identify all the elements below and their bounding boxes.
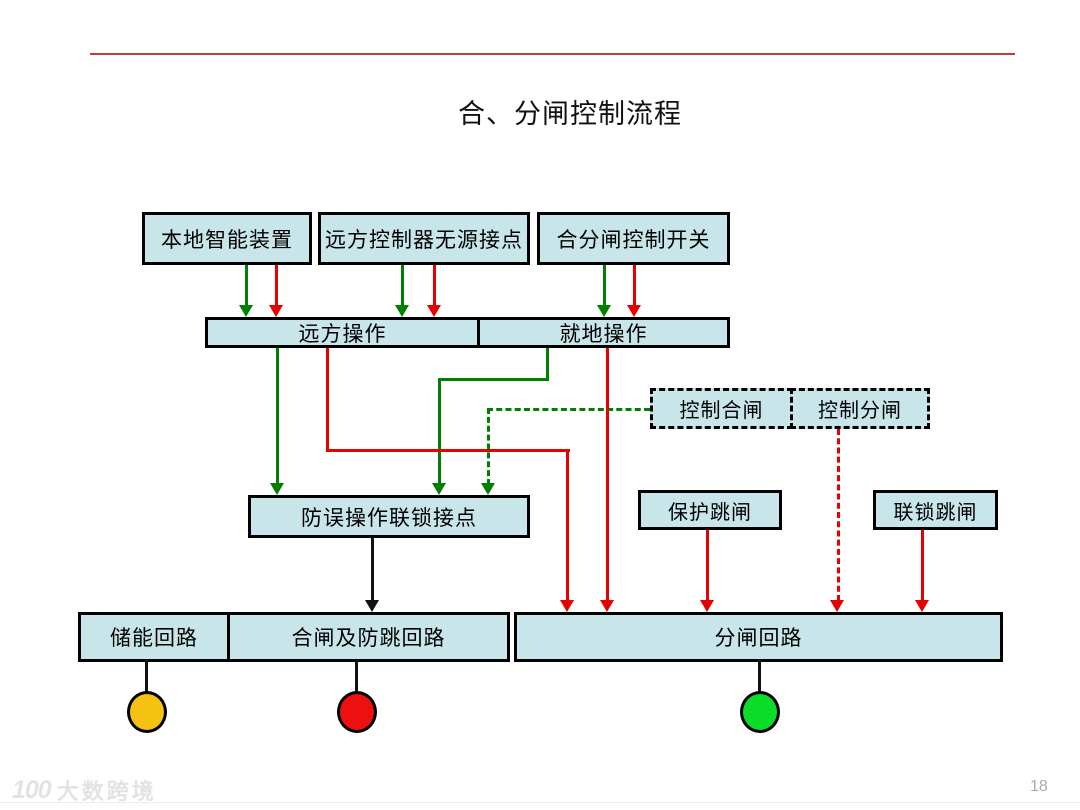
node-control-close-command: 控制合闸	[650, 388, 793, 429]
node-energy-circuit: 储能回路	[81, 615, 227, 659]
open-flow-remote-contact-line	[433, 265, 436, 307]
open-command-dashed-line	[837, 429, 840, 601]
brand-name: 大数跨境	[56, 779, 157, 804]
node-label: 防误操作联锁接点	[301, 505, 477, 530]
open-flow-local-op-arrowhead	[600, 600, 614, 612]
close-flow-local-op-arrowhead	[432, 483, 446, 495]
close-flow-switch-arrowhead	[597, 305, 611, 317]
open-command-arrowhead	[830, 600, 844, 612]
protection-trip-line	[706, 530, 709, 601]
node-local-operation: 就地操作	[477, 317, 730, 348]
node-control-open-command: 控制分闸	[790, 388, 930, 429]
red-lamp-icon	[337, 691, 377, 733]
open-flow-switch-arrowhead	[627, 305, 641, 317]
close-command-dashed-line-down	[487, 408, 490, 485]
green-lamp-stem	[758, 660, 761, 694]
brand-watermark: 100 大数跨境	[12, 774, 157, 806]
red-lamp-stem	[355, 660, 358, 694]
node-closing-circuit: 合闸及防跳回路	[227, 615, 507, 659]
top-rule	[90, 53, 1015, 55]
node-label: 本地智能装置	[161, 227, 293, 252]
close-flow-remote-op-to-interlock-line	[276, 348, 279, 485]
yellow-lamp-stem	[145, 660, 148, 694]
node-remote-operation: 远方操作	[205, 317, 480, 348]
node-opening-circuit: 分闸回路	[514, 612, 1003, 662]
close-flow-local-op-line-across	[438, 378, 549, 381]
node-label: 远方控制器无源接点	[325, 227, 523, 252]
protection-trip-arrowhead	[700, 600, 714, 612]
open-flow-remote-op-line-down	[326, 348, 329, 452]
open-flow-switch-line	[633, 265, 636, 307]
close-flow-local-device-line	[245, 265, 248, 307]
close-flow-local-device-arrowhead	[239, 305, 253, 317]
node-anti-misoperation-interlock: 防误操作联锁接点	[248, 495, 530, 538]
interlock-to-closing-circuit-arrowhead	[365, 600, 379, 612]
close-flow-switch-line	[603, 265, 606, 307]
node-label: 控制合闸	[679, 400, 764, 422]
node-remote-controller-contact: 远方控制器无源接点	[318, 212, 530, 265]
node-label: 保护跳闸	[668, 501, 752, 524]
open-flow-local-device-line	[275, 265, 278, 307]
node-close-open-control-switch: 合分闸控制开关	[537, 212, 730, 265]
interlock-trip-arrowhead	[915, 600, 929, 612]
node-protection-trip: 保护跳闸	[638, 490, 782, 530]
close-command-arrowhead	[481, 483, 495, 495]
close-flow-local-op-line-down2	[438, 378, 441, 485]
close-flow-local-op-line-down	[546, 348, 549, 381]
node-label: 合闸及防跳回路	[291, 626, 446, 650]
brand-logo-icon: 100	[12, 775, 52, 804]
open-flow-remote-op-line-down2	[566, 449, 569, 601]
close-flow-remote-contact-arrowhead	[395, 305, 409, 317]
node-label: 分闸回路	[714, 626, 803, 650]
yellow-lamp-icon	[127, 691, 167, 733]
close-flow-remote-op-to-interlock-arrowhead	[270, 483, 284, 495]
close-flow-remote-contact-line	[401, 265, 404, 307]
node-label: 联锁跳闸	[893, 501, 978, 524]
page-number: 18	[1030, 778, 1048, 795]
page-title: 合、分闸控制流程	[458, 99, 682, 129]
interlock-to-closing-circuit-line	[371, 538, 374, 601]
green-lamp-icon	[740, 691, 780, 733]
node-label: 合分闸控制开关	[556, 227, 711, 252]
node-label: 就地操作	[559, 321, 648, 346]
node-label: 控制分闸	[818, 400, 902, 422]
close-command-dashed-line-across	[487, 408, 650, 411]
node-interlock-trip: 联锁跳闸	[873, 490, 998, 530]
node-circuit-bar-left: 储能回路 合闸及防跳回路	[78, 612, 510, 662]
open-flow-local-op-line	[606, 348, 609, 601]
node-label: 远方操作	[298, 321, 387, 346]
open-flow-local-device-arrowhead	[269, 305, 283, 317]
open-flow-remote-op-line-across	[326, 449, 570, 452]
open-flow-remote-op-arrowhead	[560, 600, 574, 612]
node-local-intelligent-device: 本地智能装置	[142, 212, 312, 265]
open-flow-remote-contact-arrowhead	[427, 305, 441, 317]
bottom-divider	[0, 802, 1080, 803]
node-label: 储能回路	[110, 626, 198, 650]
interlock-trip-line	[921, 530, 924, 601]
